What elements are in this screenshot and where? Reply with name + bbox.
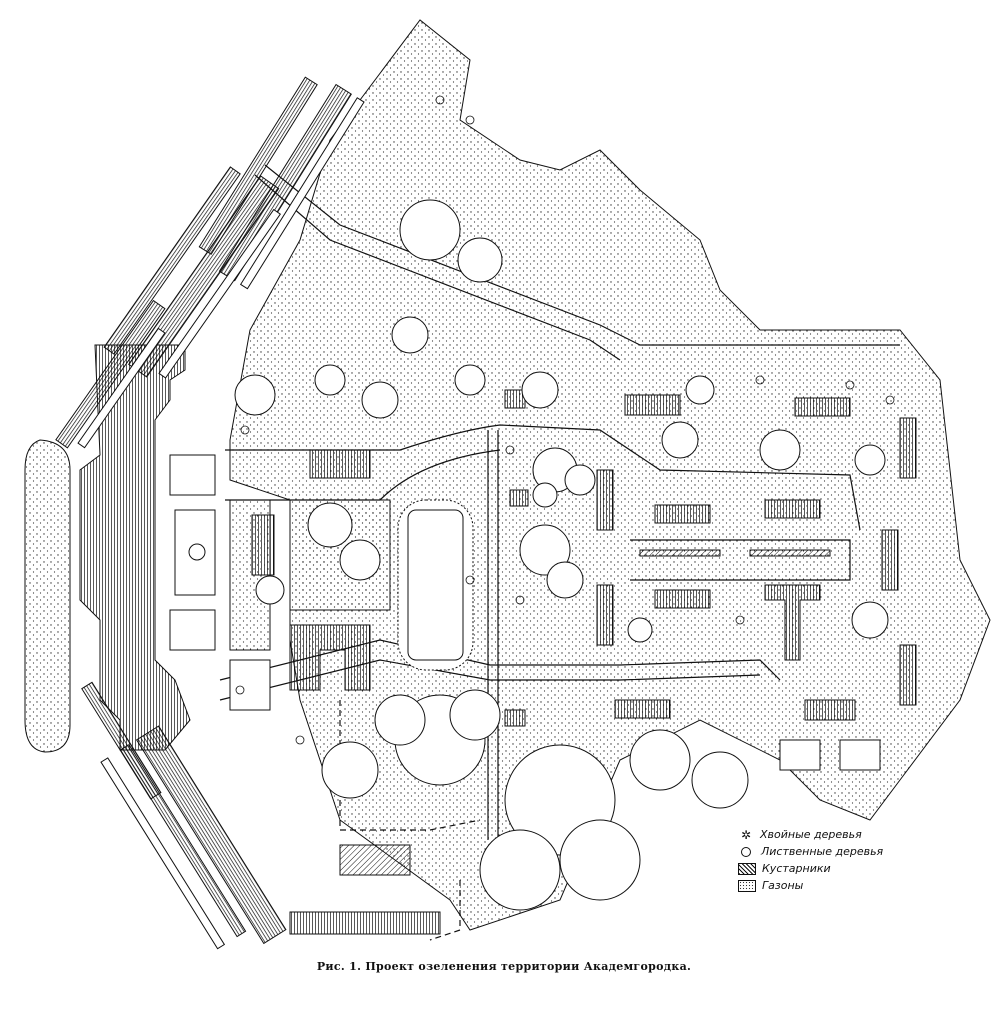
legend-label: Хвойные деревья bbox=[760, 828, 862, 841]
figure-caption: Рис. 1. Проект озеленения территории Ака… bbox=[316, 960, 692, 973]
tree-clusters bbox=[234, 199, 889, 911]
legend: ✲ Хвойные деревья Лиственные деревья Кус… bbox=[738, 826, 883, 894]
buildings bbox=[55, 76, 917, 950]
legend-label: Лиственные деревья bbox=[761, 845, 884, 858]
lawn-stipple-icon bbox=[738, 879, 756, 892]
deciduous-tree-icon bbox=[741, 846, 751, 857]
small-trees bbox=[235, 95, 895, 745]
shrub-hatch-icon bbox=[738, 862, 756, 875]
legend-item-conifer: ✲ Хвойные деревья bbox=[738, 826, 883, 843]
stadium bbox=[397, 499, 474, 671]
legend-item-shrub: Кустарники bbox=[738, 860, 883, 877]
legend-item-deciduous: Лиственные деревья bbox=[738, 843, 883, 860]
legend-item-lawn: Газоны bbox=[738, 877, 883, 894]
legend-label: Газоны bbox=[762, 879, 804, 892]
blocks bbox=[169, 454, 391, 711]
conifer-tree-icon: ✲ bbox=[740, 827, 752, 842]
legend-label: Кустарники bbox=[762, 862, 831, 875]
